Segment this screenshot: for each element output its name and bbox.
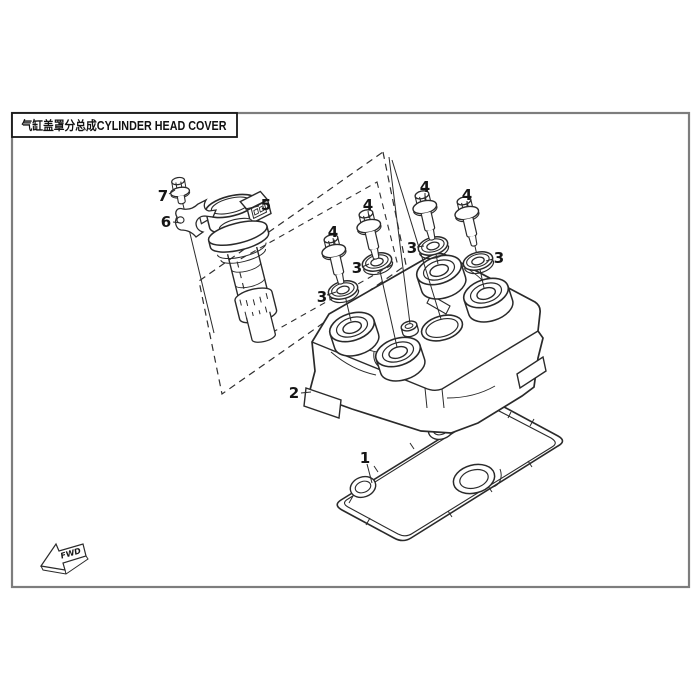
coil-assembly-lines: [388, 156, 442, 325]
cover-right-foot: [516, 355, 547, 390]
callout-flange-bolt-c: 4: [420, 178, 430, 196]
title-zh: 气缸盖罩分总成: [21, 118, 98, 133]
callout-coil-bracket: 6: [161, 213, 171, 231]
flange-bolt-b: [356, 209, 382, 260]
callout-ignition-coil: 5: [261, 196, 271, 214]
gasket-center-ring: [452, 463, 496, 495]
callout-flange-bolt-a: 4: [328, 223, 338, 241]
cover-left-foot: [303, 387, 342, 419]
callout-bracket-bolt: 7: [158, 187, 168, 205]
cover-notch: [426, 294, 451, 315]
flange-bolt-a: [321, 234, 347, 285]
flange-bolt-d: [454, 196, 480, 247]
vent-boss: [400, 320, 419, 338]
title-en: CYLINDER HEAD COVER: [97, 119, 227, 133]
fwd-arrow: FWD: [39, 542, 89, 575]
callout-flange-bolt-b: 4: [363, 196, 373, 214]
seal-washer-c: [417, 236, 450, 260]
bracket-bolt: [170, 176, 191, 205]
gasket-plug-ring-1: [349, 475, 377, 499]
callout-seal-washer-d: 3: [494, 249, 504, 267]
gasket-ring-tail: [492, 468, 502, 488]
callout-flange-bolt-d: 4: [462, 186, 472, 204]
callout-seal-washer-a: 3: [317, 288, 327, 306]
coil-boot: [245, 311, 276, 343]
cover-bolt-tower-4: [462, 277, 514, 323]
page-frame: [10, 111, 691, 589]
callout-gasket: 1: [360, 449, 370, 467]
callout-seal-washer-c: 3: [407, 239, 417, 257]
title-box: 气缸盖罩分总成CYLINDER HEAD COVER: [11, 112, 238, 138]
callout-leader-lines: [168, 189, 494, 484]
coil-connector: [239, 190, 272, 225]
seal-washer-d: [462, 251, 495, 275]
page-title: 气缸盖罩分总成CYLINDER HEAD COVER: [21, 118, 227, 133]
ignition-coil: [198, 190, 278, 343]
callout-cylinder-head-cover: 2: [289, 384, 299, 402]
cover-bolt-tower-1: [328, 311, 380, 357]
cylinder-head-cover: [303, 252, 547, 434]
cover-bolt-tower-2: [374, 336, 426, 382]
oil-filler-opening: [420, 314, 464, 342]
callout-seal-washer-b: 3: [352, 259, 362, 277]
gasket: [336, 404, 564, 542]
